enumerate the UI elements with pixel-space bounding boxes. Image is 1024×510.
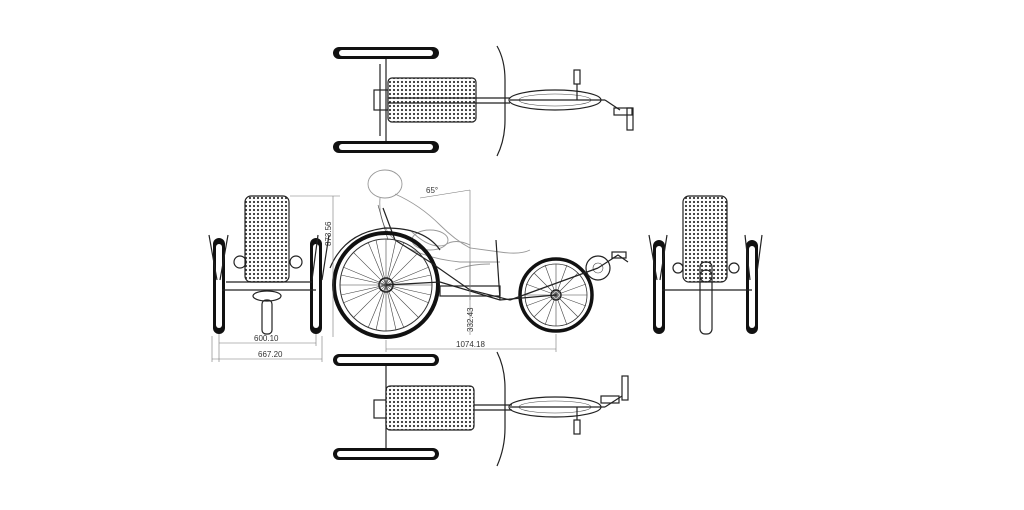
rear-view (648, 195, 763, 335)
side-view: 65° 332.43 1074.18 873.56 (290, 169, 629, 352)
side-wheel-small (518, 257, 594, 333)
height-label: 873.56 (324, 221, 333, 246)
top-view (333, 45, 634, 157)
top-seat (387, 77, 477, 123)
rider-outline (367, 169, 531, 271)
rear-seat-back (682, 195, 728, 283)
track-outer-label: 667.20 (258, 350, 283, 359)
seat-angle-label: 65° (426, 186, 438, 195)
wheelbase-label: 1074.18 (456, 340, 485, 349)
side-wheel-large (332, 231, 440, 339)
bottom-seat (385, 385, 475, 431)
front-view: 600.10 667.20 (208, 195, 330, 362)
track-inner-label: 600.10 (254, 334, 279, 343)
front-seat-back (244, 195, 290, 283)
seat-height-label: 332.43 (466, 307, 475, 332)
bottom-view (333, 351, 629, 467)
